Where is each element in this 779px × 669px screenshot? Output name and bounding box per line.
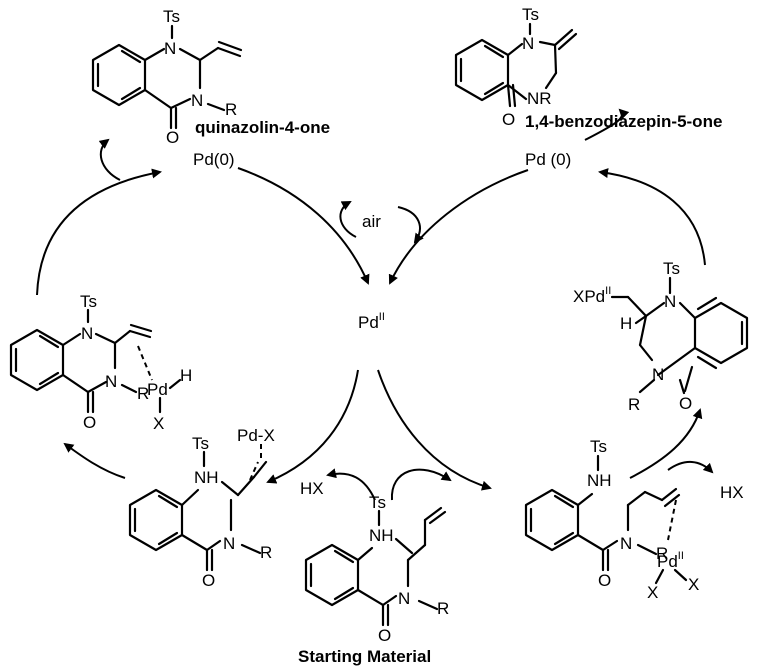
arrow-pd2-to-right-complex (377, 369, 492, 491)
n1-label: N (81, 324, 93, 343)
ts-label: Ts (663, 259, 680, 278)
arrow-air-left (339, 201, 357, 238)
quinazolinone-name: quinazolin-4-one (195, 118, 330, 137)
xpd-text: XPd (573, 287, 605, 306)
benzodiazepinone-product: Ts N NR O (454, 5, 578, 129)
quinazolinone-product: Ts N N R O (91, 7, 243, 147)
pd-ii-superscript: II (678, 550, 684, 562)
n-label: N (620, 534, 632, 553)
h-label: H (180, 366, 192, 385)
pd-ii-superscript: II (379, 311, 385, 323)
pd-ii-label: PdII (358, 311, 385, 332)
r-label: R (225, 100, 237, 119)
starting-material-label: Starting Material (298, 647, 431, 666)
ts-label: Ts (80, 292, 97, 311)
carbonyl-o-label: O (202, 571, 215, 590)
arrow-left-outer (36, 168, 162, 296)
pd-ii-superscript: II (605, 285, 611, 297)
nh-label: NH (369, 526, 394, 545)
pd-olefin-complex-left: Ts NH N R O Pd-X (128, 426, 275, 590)
arrow-sm-to-left-hx (326, 468, 376, 501)
arrow-air-right (397, 206, 424, 244)
nh-label: NH (587, 471, 612, 490)
x-label-2: X (688, 575, 699, 594)
x-label-1: X (647, 583, 658, 602)
pd-olefin-complex-right: Ts NH N R O PdII X X (524, 437, 699, 602)
r-label: R (628, 395, 640, 414)
carbonyl-o-label: O (679, 394, 692, 413)
starting-material: Ts NH N R O (304, 493, 449, 645)
arrow-sm-to-right-path (390, 468, 452, 501)
n-label: N (223, 534, 235, 553)
hx-right-label: HX (720, 483, 744, 502)
pd-ii-label: PdII (657, 550, 684, 571)
n-label: N (398, 589, 410, 608)
carbonyl-o-label: O (83, 413, 96, 432)
n3-label: N (191, 91, 203, 110)
arrow-pd0-right-to-pd2 (388, 169, 529, 285)
alkyl-pd-intermediate: Ts N N H R O XPdII (573, 259, 749, 414)
arrow-alkyl-pd-to-pd0 (598, 168, 706, 266)
arrow-pd0-left-to-pd2 (237, 167, 370, 285)
carbonyl-o-label: O (166, 128, 179, 147)
n1-label: N (522, 34, 534, 53)
h-label: H (620, 314, 632, 333)
x-label: X (153, 414, 164, 433)
pd-text: Pd (358, 313, 379, 332)
carbonyl-o-label: O (378, 626, 391, 645)
n1-label: N (664, 292, 676, 311)
xpd-ii-label: XPdII (573, 285, 611, 306)
pd0-right-label: Pd (0) (525, 150, 571, 169)
air-label: air (362, 212, 381, 231)
n4-label: N (652, 365, 664, 384)
pd-text: Pd (657, 552, 678, 571)
pd0-left-label: Pd(0) (193, 150, 235, 169)
ts-label: Ts (522, 5, 539, 24)
hx-left-label: HX (300, 479, 324, 498)
pd-hydride-intermediate: Ts N N R O Pd H X (9, 292, 192, 433)
r-label: R (656, 544, 668, 563)
pd-x-label: Pd-X (237, 426, 275, 445)
n3-label: N (105, 372, 117, 391)
ts-label: Ts (590, 437, 607, 456)
r-label: R (137, 384, 149, 403)
r-label: R (260, 543, 272, 562)
nh-label: NH (194, 468, 219, 487)
arrow-pd2-to-left-complex (266, 369, 359, 484)
carbonyl-o-label: O (502, 110, 515, 129)
carbonyl-o-label: O (598, 571, 611, 590)
ts-label: Ts (192, 434, 209, 453)
r-label: R (437, 599, 449, 618)
benzodiazepinone-name: 1,4-benzodiazepin-5-one (525, 112, 722, 131)
n1-label: N (164, 39, 176, 58)
arrow-left-complex-to-pdh (63, 442, 126, 479)
ts-label: Ts (369, 493, 386, 512)
pd-label: Pd (147, 380, 168, 399)
arrow-to-quinazolinone (98, 138, 121, 181)
nr-label: NR (527, 89, 552, 108)
ts-label: Ts (163, 7, 180, 26)
arrow-right-hx (667, 461, 714, 474)
cycle-arrows (36, 108, 714, 501)
arrow-right-complex-to-alkyl (629, 408, 703, 479)
arrow-to-benzodiazepinone (584, 108, 630, 141)
